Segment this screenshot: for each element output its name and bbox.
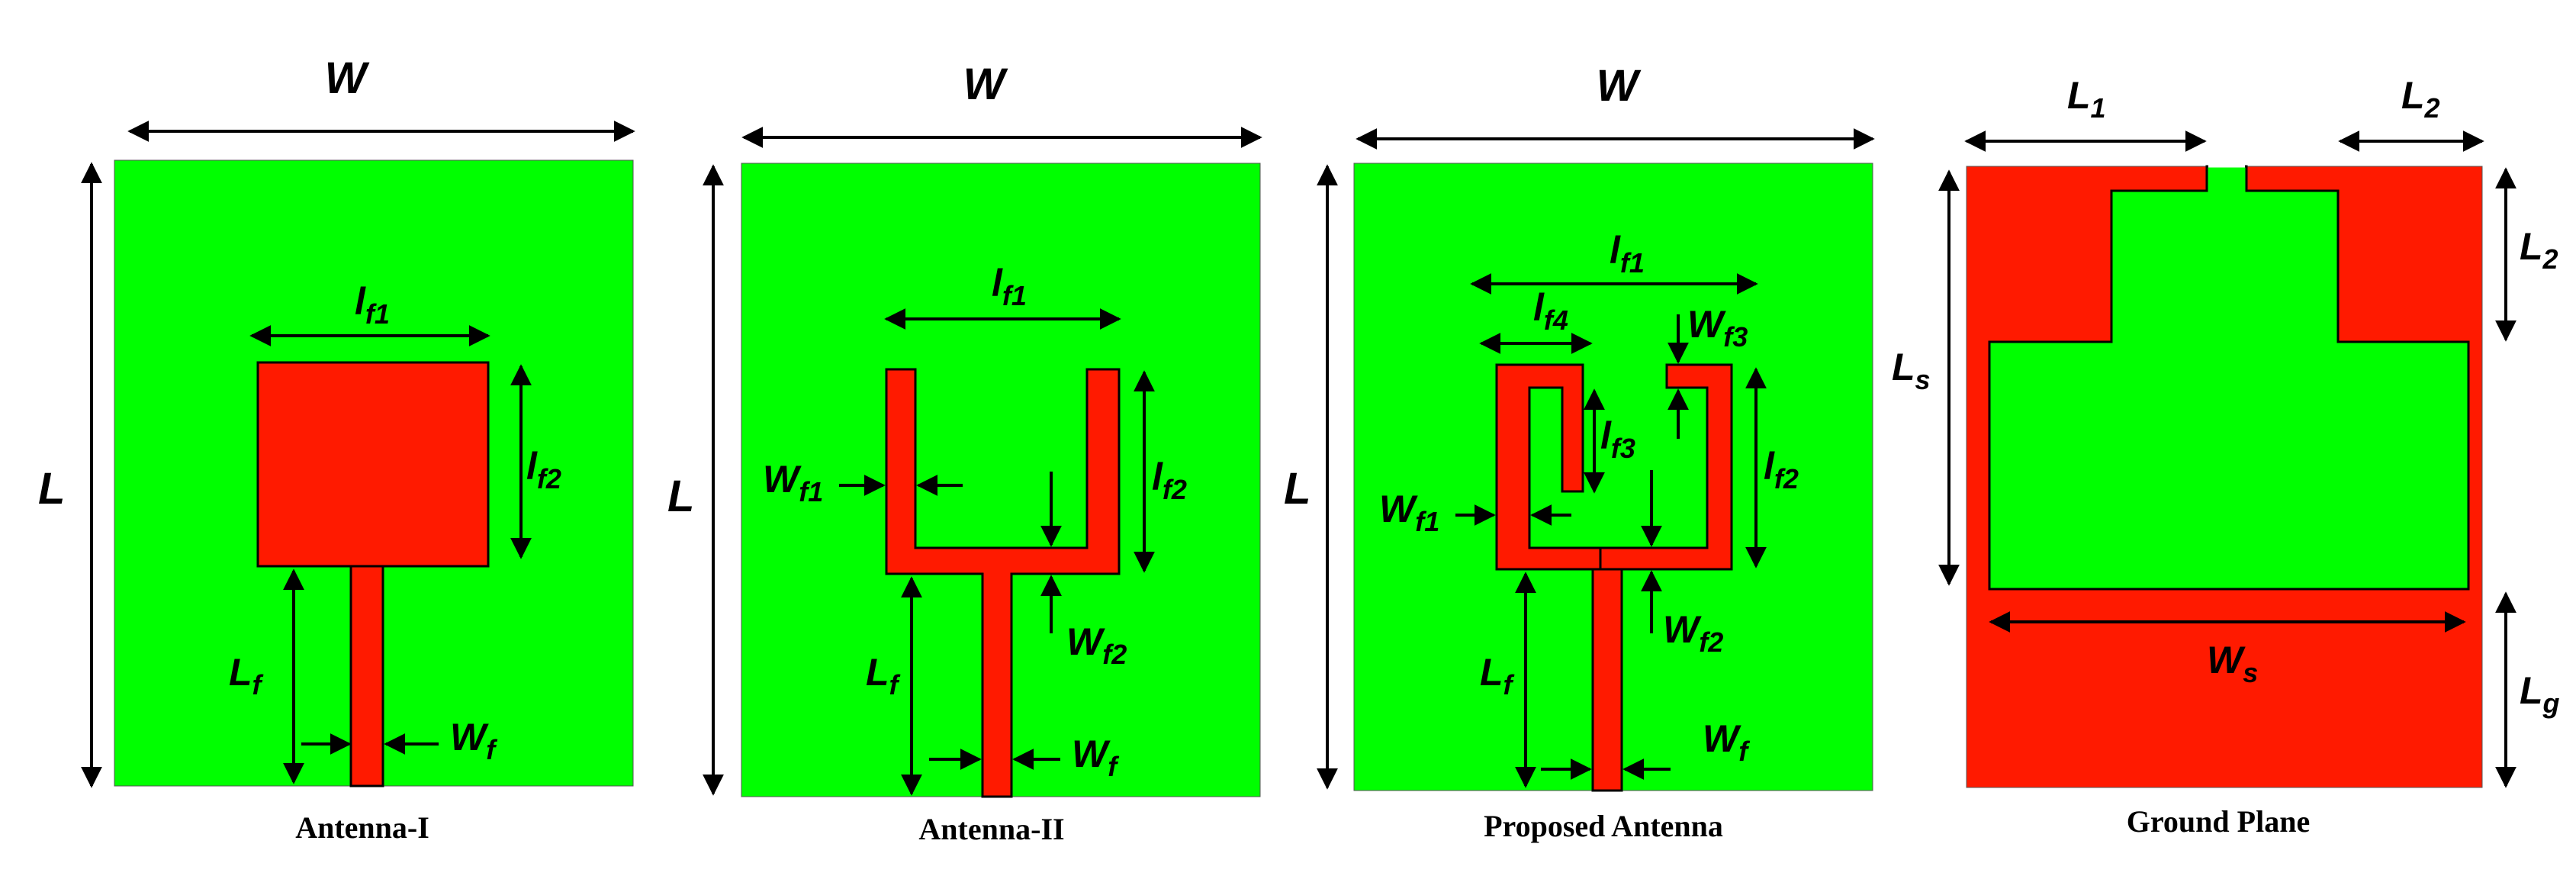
dim-lf3-label: lf3 — [1600, 414, 1635, 464]
dim-Wf-label: Wf — [1703, 717, 1750, 767]
panel-proposed-antenna: W L lf1 lf4 Wf3 lf3 Wf2 lf2 Wf1 Lf Wf Pr… — [1284, 61, 1875, 843]
dim-W-label: W — [325, 53, 370, 103]
dim-Ws-label: Ws — [2207, 639, 2258, 688]
dim-L-label: L — [38, 464, 65, 514]
dim-Lf-label: Lf — [866, 651, 901, 700]
radiating-patch — [256, 361, 490, 568]
dim-W-label: W — [1597, 61, 1642, 111]
dim-lf2-label: lf2 — [1152, 456, 1187, 505]
dim-L-label: L — [667, 472, 694, 521]
caption: Ground Plane — [2127, 804, 2310, 839]
feed-line — [1591, 568, 1623, 792]
dim-lf1-label: lf1 — [992, 262, 1027, 311]
caption: Proposed Antenna — [1484, 809, 1723, 843]
dim-L2-top-label: L2 — [2401, 74, 2440, 124]
dim-Wf-label: Wf — [1072, 733, 1119, 782]
left-spiral-arm — [1495, 363, 1602, 571]
dim-L1-label: L1 — [2067, 74, 2106, 124]
dim-L2-side-label: L2 — [2520, 225, 2558, 275]
dim-Wf1-label: Wf1 — [1379, 488, 1439, 537]
dim-lf1-label: lf1 — [1610, 229, 1645, 279]
dim-L-label: L — [1284, 464, 1311, 514]
right-arm — [1599, 363, 1733, 571]
dim-lf1-label: lf1 — [355, 280, 390, 330]
dim-Wf2-label: Wf2 — [1066, 620, 1127, 670]
panel-antenna-1: W L lf1 lf2 Lf Wf Antenna-I — [38, 53, 635, 845]
dim-Wf-label: Wf — [450, 716, 497, 765]
panel-ground-plane: L1 L2 L2 Ls Ws Lg Ground Plane — [1892, 74, 2560, 839]
dim-Wf2-label: Wf2 — [1663, 608, 1723, 658]
dim-Lf-label: Lf — [1480, 651, 1515, 700]
dim-W-label: W — [963, 60, 1008, 109]
caption: Antenna-II — [918, 812, 1064, 846]
dim-lf2-label: lf2 — [1764, 445, 1799, 494]
dim-Lg-label: Lg — [2520, 669, 2560, 719]
dim-Ls-label: Ls — [1892, 346, 1931, 395]
dim-lf2-label: lf2 — [526, 445, 561, 494]
ground-slot — [1988, 165, 2470, 591]
caption: Antenna-I — [295, 810, 429, 845]
dim-Wf1-label: Wf1 — [763, 458, 823, 507]
dim-Lf-label: Lf — [229, 651, 264, 700]
panel-antenna-2: W L lf1 lf2 Wf1 Wf2 Lf Wf Antenna-II — [667, 60, 1262, 846]
dim-lf4-label: lf4 — [1533, 286, 1568, 336]
feed-line — [349, 565, 384, 787]
dim-Wf3-label: Wf3 — [1687, 303, 1748, 353]
fork-patch — [885, 368, 1121, 798]
